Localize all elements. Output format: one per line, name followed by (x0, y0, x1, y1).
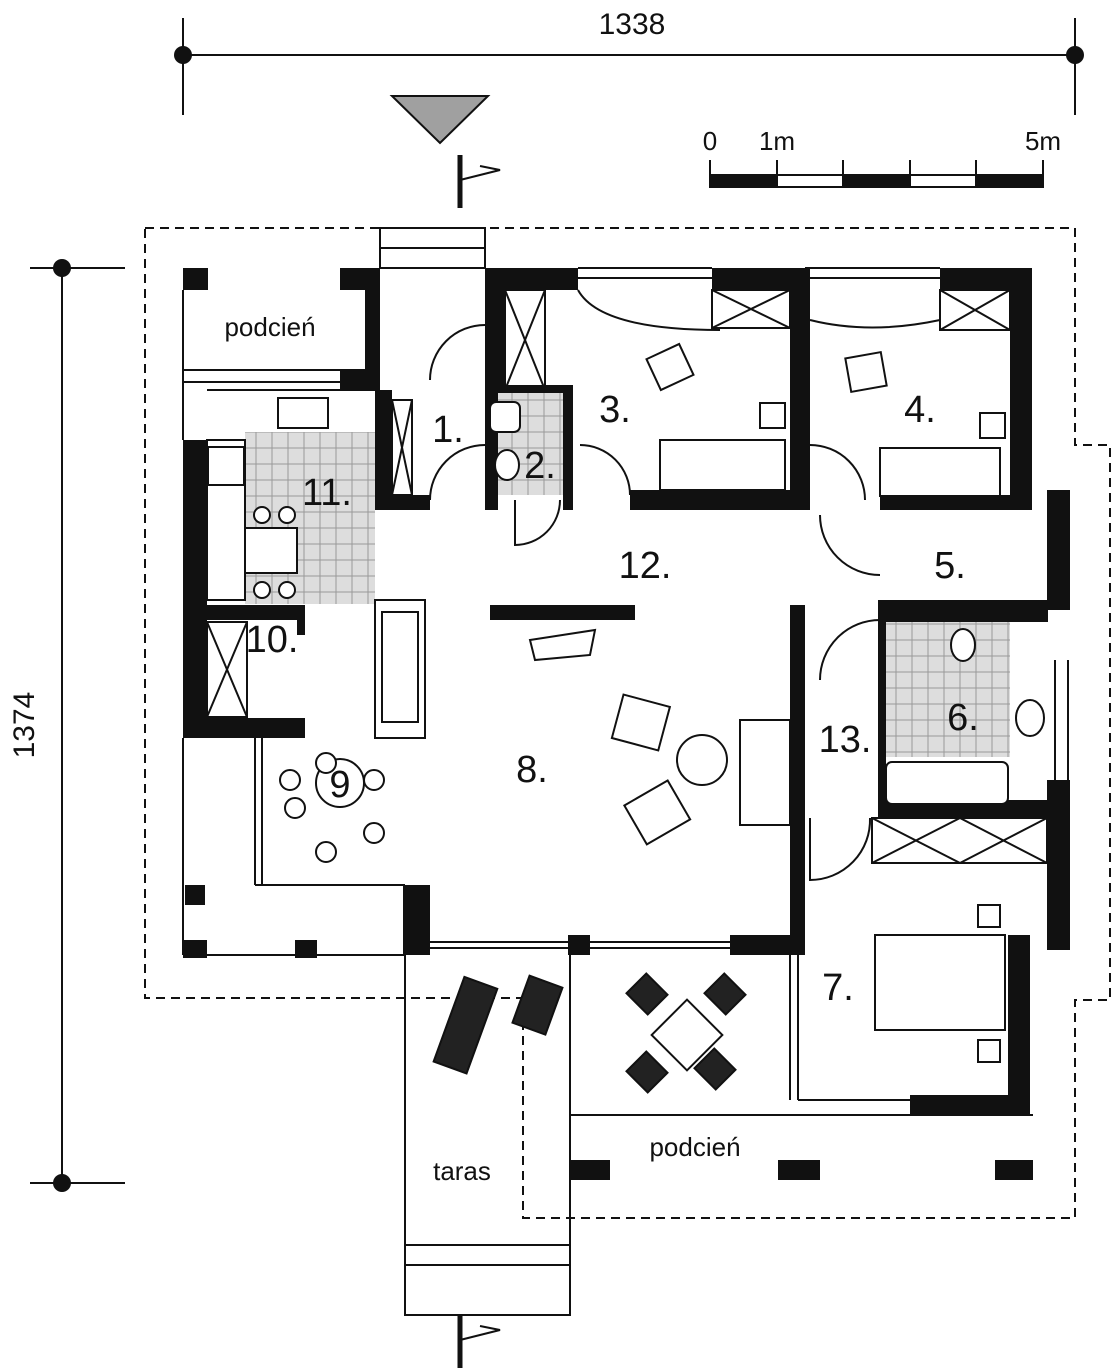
room-label-7: 7. (822, 967, 854, 1009)
room-label-3: 3. (599, 389, 631, 431)
outdoor-furniture (432, 972, 747, 1094)
room-label-11: 11. (302, 472, 352, 514)
room-label-9: 9 (329, 764, 350, 806)
room-label-2: 2. (524, 445, 556, 487)
room-label-4: 4. (904, 389, 936, 431)
width-label: 1338 (599, 8, 666, 41)
scale-end: 5m (1025, 126, 1061, 156)
porch-bottom-label: podcień (649, 1132, 740, 1162)
porch-top-label: podcień (224, 312, 315, 342)
section-mark-bottom (457, 1315, 501, 1368)
room-label-13: 13. (819, 719, 872, 761)
scale-mid: 1m (759, 126, 795, 156)
room-label-1: 1. (432, 409, 464, 451)
thin-lines (182, 227, 1069, 1316)
walls (183, 268, 1070, 1180)
room-label-5: 5. (934, 545, 966, 587)
room-label-6: 6. (947, 697, 979, 739)
scale-bar: 0 1m 5m (703, 126, 1061, 188)
terrace-label: taras (433, 1156, 491, 1186)
section-mark-top (457, 155, 501, 208)
furniture (207, 342, 1045, 1063)
room-label-10: 10. (246, 619, 299, 661)
bathroom-floor (883, 622, 1010, 757)
room-label-12: 12. (619, 545, 672, 587)
scale-start: 0 (703, 126, 717, 156)
height-dimension: 1374 (8, 259, 125, 1192)
room-label-8: 8. (516, 749, 548, 791)
width-dimension: 1338 (174, 8, 1084, 115)
height-label: 1374 (8, 692, 41, 759)
roof-outline (144, 227, 1111, 1219)
entrance-arrow-icon (389, 95, 491, 145)
